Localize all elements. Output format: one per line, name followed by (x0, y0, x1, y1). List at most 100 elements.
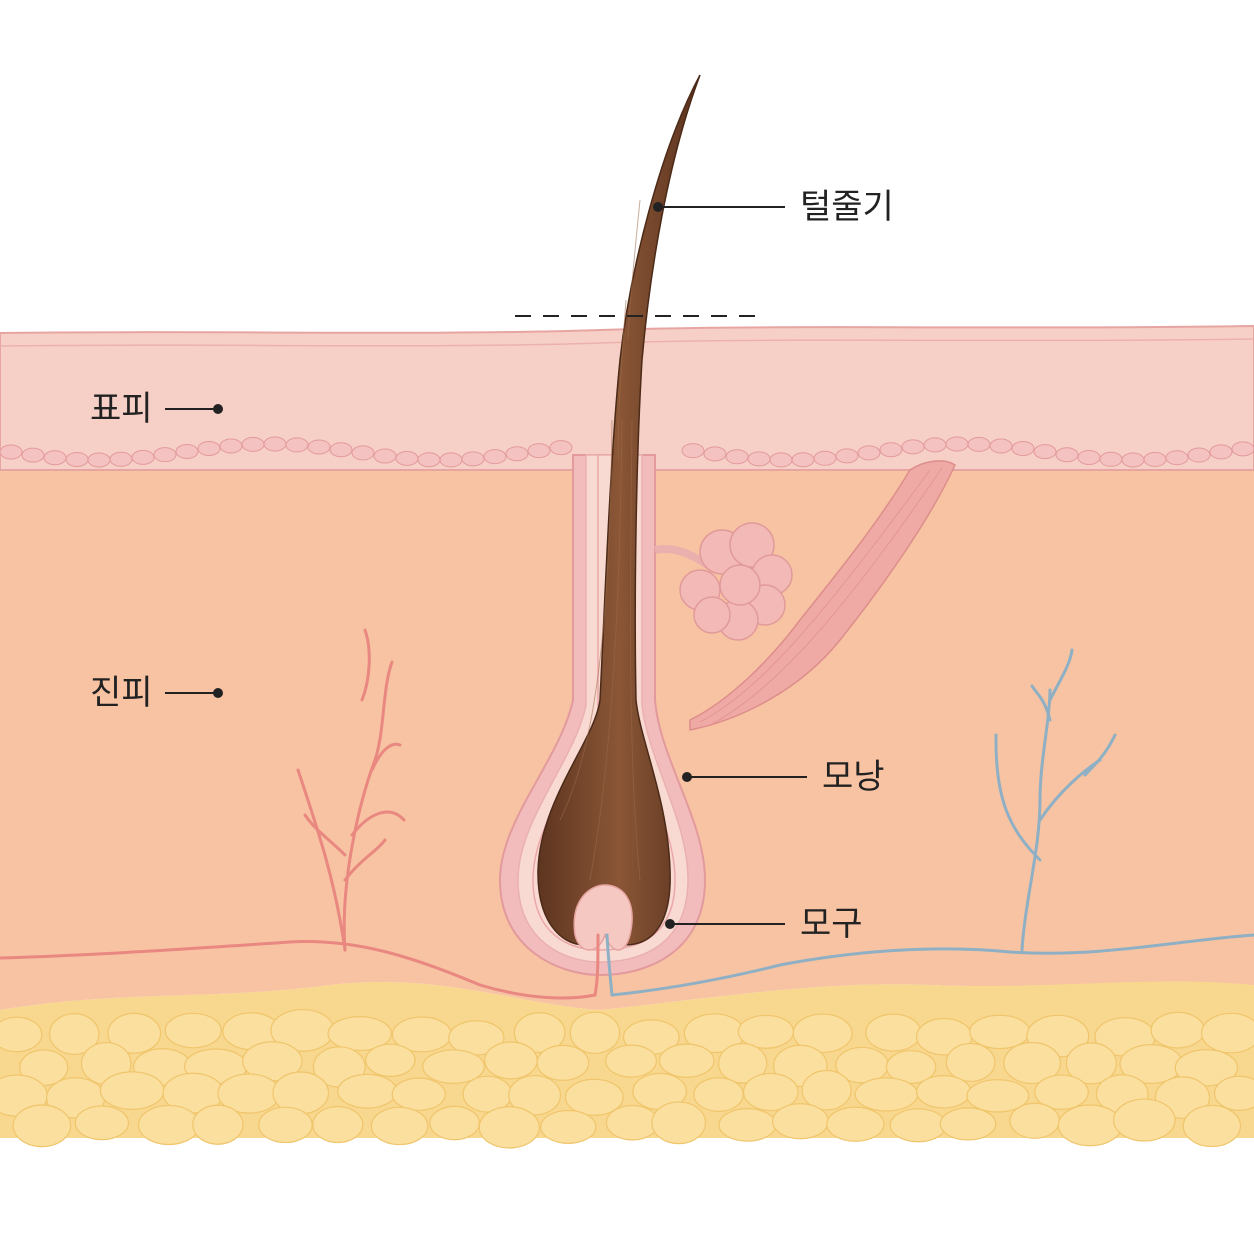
basal-cell (505, 446, 529, 462)
fat-cell (484, 1041, 538, 1080)
fat-cell (854, 1077, 919, 1112)
fat-cell (651, 1101, 707, 1145)
basal-cell (417, 452, 441, 468)
basal-cell-layer (0, 436, 1254, 468)
basal-cell (263, 436, 287, 452)
basal-cell (219, 438, 243, 454)
leader-dot-epidermis (213, 404, 223, 414)
fat-layer (0, 978, 1254, 1149)
basal-cell (1011, 441, 1035, 457)
fat-cell (391, 1077, 446, 1111)
fat-cell (915, 1075, 972, 1109)
fat-cell (569, 1011, 621, 1055)
basal-cell (329, 442, 353, 458)
basal-cell (1209, 444, 1233, 460)
leader-dots (213, 202, 692, 929)
basal-cell (835, 448, 859, 464)
basal-cell (945, 436, 969, 452)
fat-cell (258, 1106, 313, 1144)
fat-cell (429, 1105, 480, 1141)
basal-cell (923, 437, 947, 453)
basal-cell (857, 445, 881, 461)
basal-cell (813, 450, 837, 466)
basal-cell (1055, 447, 1079, 463)
fat-cell (99, 1071, 165, 1110)
fat-cell (107, 1012, 162, 1054)
fat-cell (945, 1042, 996, 1083)
fat-cell (1150, 1011, 1205, 1049)
basal-cell (1077, 449, 1101, 465)
fat-cell (693, 1077, 744, 1112)
leader-dot-dermis (213, 688, 223, 698)
basal-cell (1121, 452, 1145, 468)
fat-cell (1003, 1041, 1062, 1085)
basal-cell (241, 436, 265, 452)
leader-dot-hair-bulb (665, 919, 675, 929)
basal-cell (87, 452, 111, 468)
basal-cell (21, 447, 45, 463)
basal-cell (967, 436, 991, 452)
basal-cell (483, 449, 507, 465)
basal-cell (1143, 451, 1167, 467)
fat-cell (885, 1050, 937, 1084)
basal-cell (153, 447, 177, 463)
fat-cell (605, 1104, 660, 1141)
basal-cell (1099, 451, 1123, 467)
fat-cell (365, 1043, 416, 1078)
fat-cell (312, 1105, 364, 1144)
fat-cell (1034, 1074, 1089, 1110)
arrector-pili-muscle (689, 460, 956, 731)
fat-cell (826, 1106, 885, 1142)
basal-cell (791, 452, 815, 468)
basal-cell (197, 440, 221, 456)
fat-cell (1182, 1104, 1242, 1148)
fat-cell (1174, 1049, 1239, 1087)
basal-cell (307, 439, 331, 455)
fat-cell (164, 1012, 222, 1049)
basal-cell (175, 444, 199, 460)
fat-cell (1213, 1075, 1254, 1111)
leader-dot-hair-follicle (682, 772, 692, 782)
fat-cell (478, 1106, 540, 1149)
artery (0, 628, 600, 1000)
fat-cell (889, 1108, 947, 1143)
fat-cell (801, 1069, 852, 1111)
fat-cell (1065, 1042, 1117, 1085)
fat-cell (772, 1103, 829, 1140)
basal-cell (747, 451, 771, 467)
hair-texture (559, 199, 641, 881)
fat-cell (48, 1013, 100, 1056)
fat-cell (513, 1012, 566, 1054)
fat-cell (0, 1016, 43, 1053)
basal-cell (901, 439, 925, 455)
basal-cell (109, 451, 133, 467)
basal-cell (131, 449, 155, 465)
basal-cell (1033, 444, 1057, 460)
fat-cells (0, 1008, 1254, 1149)
leader-dot-hair-shaft (653, 202, 663, 212)
label-epidermis: 표피 (90, 389, 153, 429)
fat-cell (1057, 1104, 1123, 1147)
fat-cell (536, 1044, 590, 1081)
fat-cell (1009, 1102, 1060, 1139)
basal-cell (549, 440, 573, 456)
epidermis-inner-line (0, 338, 1254, 347)
fat-cell (508, 1074, 562, 1116)
fat-cell (718, 1042, 768, 1084)
leader-lines (165, 206, 807, 925)
fat-cell (742, 1072, 799, 1112)
basal-cell (285, 437, 309, 453)
label-hair-bulb: 모구 (800, 904, 863, 944)
fat-cell (192, 1104, 244, 1145)
label-dermis: 진피 (90, 673, 153, 713)
fat-cell (1113, 1098, 1176, 1142)
basal-cell (527, 443, 551, 459)
basal-cell (461, 451, 485, 467)
basal-cell (439, 452, 463, 468)
fat-cell (422, 1049, 485, 1084)
basal-cell (0, 444, 23, 460)
fat-cell (327, 1016, 392, 1052)
label-hair-follicle: 모낭 (822, 757, 885, 797)
fat-cell (939, 1107, 997, 1141)
fat-cell (540, 1109, 597, 1144)
